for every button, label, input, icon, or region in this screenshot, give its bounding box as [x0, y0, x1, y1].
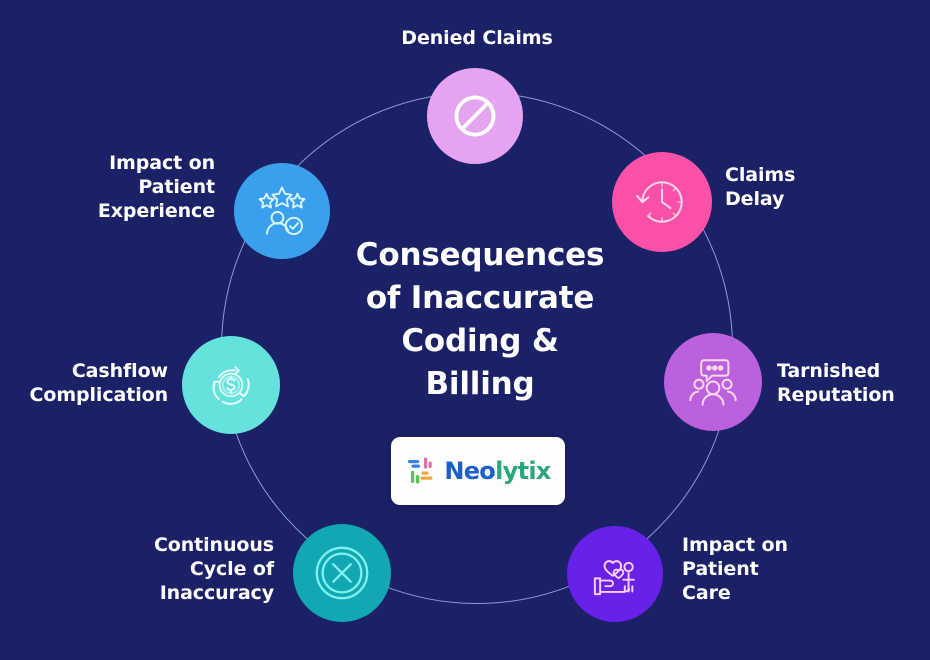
prohibition-sign-icon: [448, 89, 502, 143]
denied-claims-icon-circle[interactable]: [427, 68, 523, 164]
tarnished-reputation-icon-circle[interactable]: [664, 333, 762, 431]
clock-rewind-icon: [632, 172, 692, 232]
tarnished-reputation-label: Tarnished Reputation: [777, 360, 895, 406]
people-speech-bubble-icon: [684, 353, 742, 411]
cashflow-label: Cashflow Complication: [29, 360, 169, 406]
patient-care-icon-circle[interactable]: [567, 526, 663, 622]
neolytix-logo-card[interactable]: Neolytix: [391, 437, 565, 505]
patient-experience-label: Impact on Patient Experience: [97, 152, 215, 222]
dollar-cycle-arrows-icon: [202, 356, 260, 414]
continuous-cycle-label: Continuous Cycle of Inaccuracy: [153, 534, 274, 604]
claims-delay-label: Claims Delay: [725, 164, 796, 210]
stars-user-check-icon: [253, 182, 311, 240]
logo-text-neo: Neo: [444, 457, 496, 485]
neolytix-pinwheel-icon: [405, 455, 437, 487]
circled-cross-icon: [311, 542, 373, 604]
cashflow-icon-circle[interactable]: [182, 336, 280, 434]
patient-care-label: Impact on Patient Care: [682, 534, 788, 604]
hand-heart-person-icon: [587, 546, 643, 602]
logo-text-lytix: lytix: [495, 457, 551, 485]
claims-delay-icon-circle[interactable]: [612, 152, 712, 252]
continuous-cycle-icon-circle[interactable]: [293, 524, 391, 622]
page-title: Consequences of Inaccurate Coding & Bill…: [355, 237, 605, 403]
denied-claims-label: Denied Claims: [401, 27, 553, 49]
neolytix-wordmark: Neolytix: [444, 457, 551, 485]
patient-experience-icon-circle[interactable]: [234, 163, 330, 259]
